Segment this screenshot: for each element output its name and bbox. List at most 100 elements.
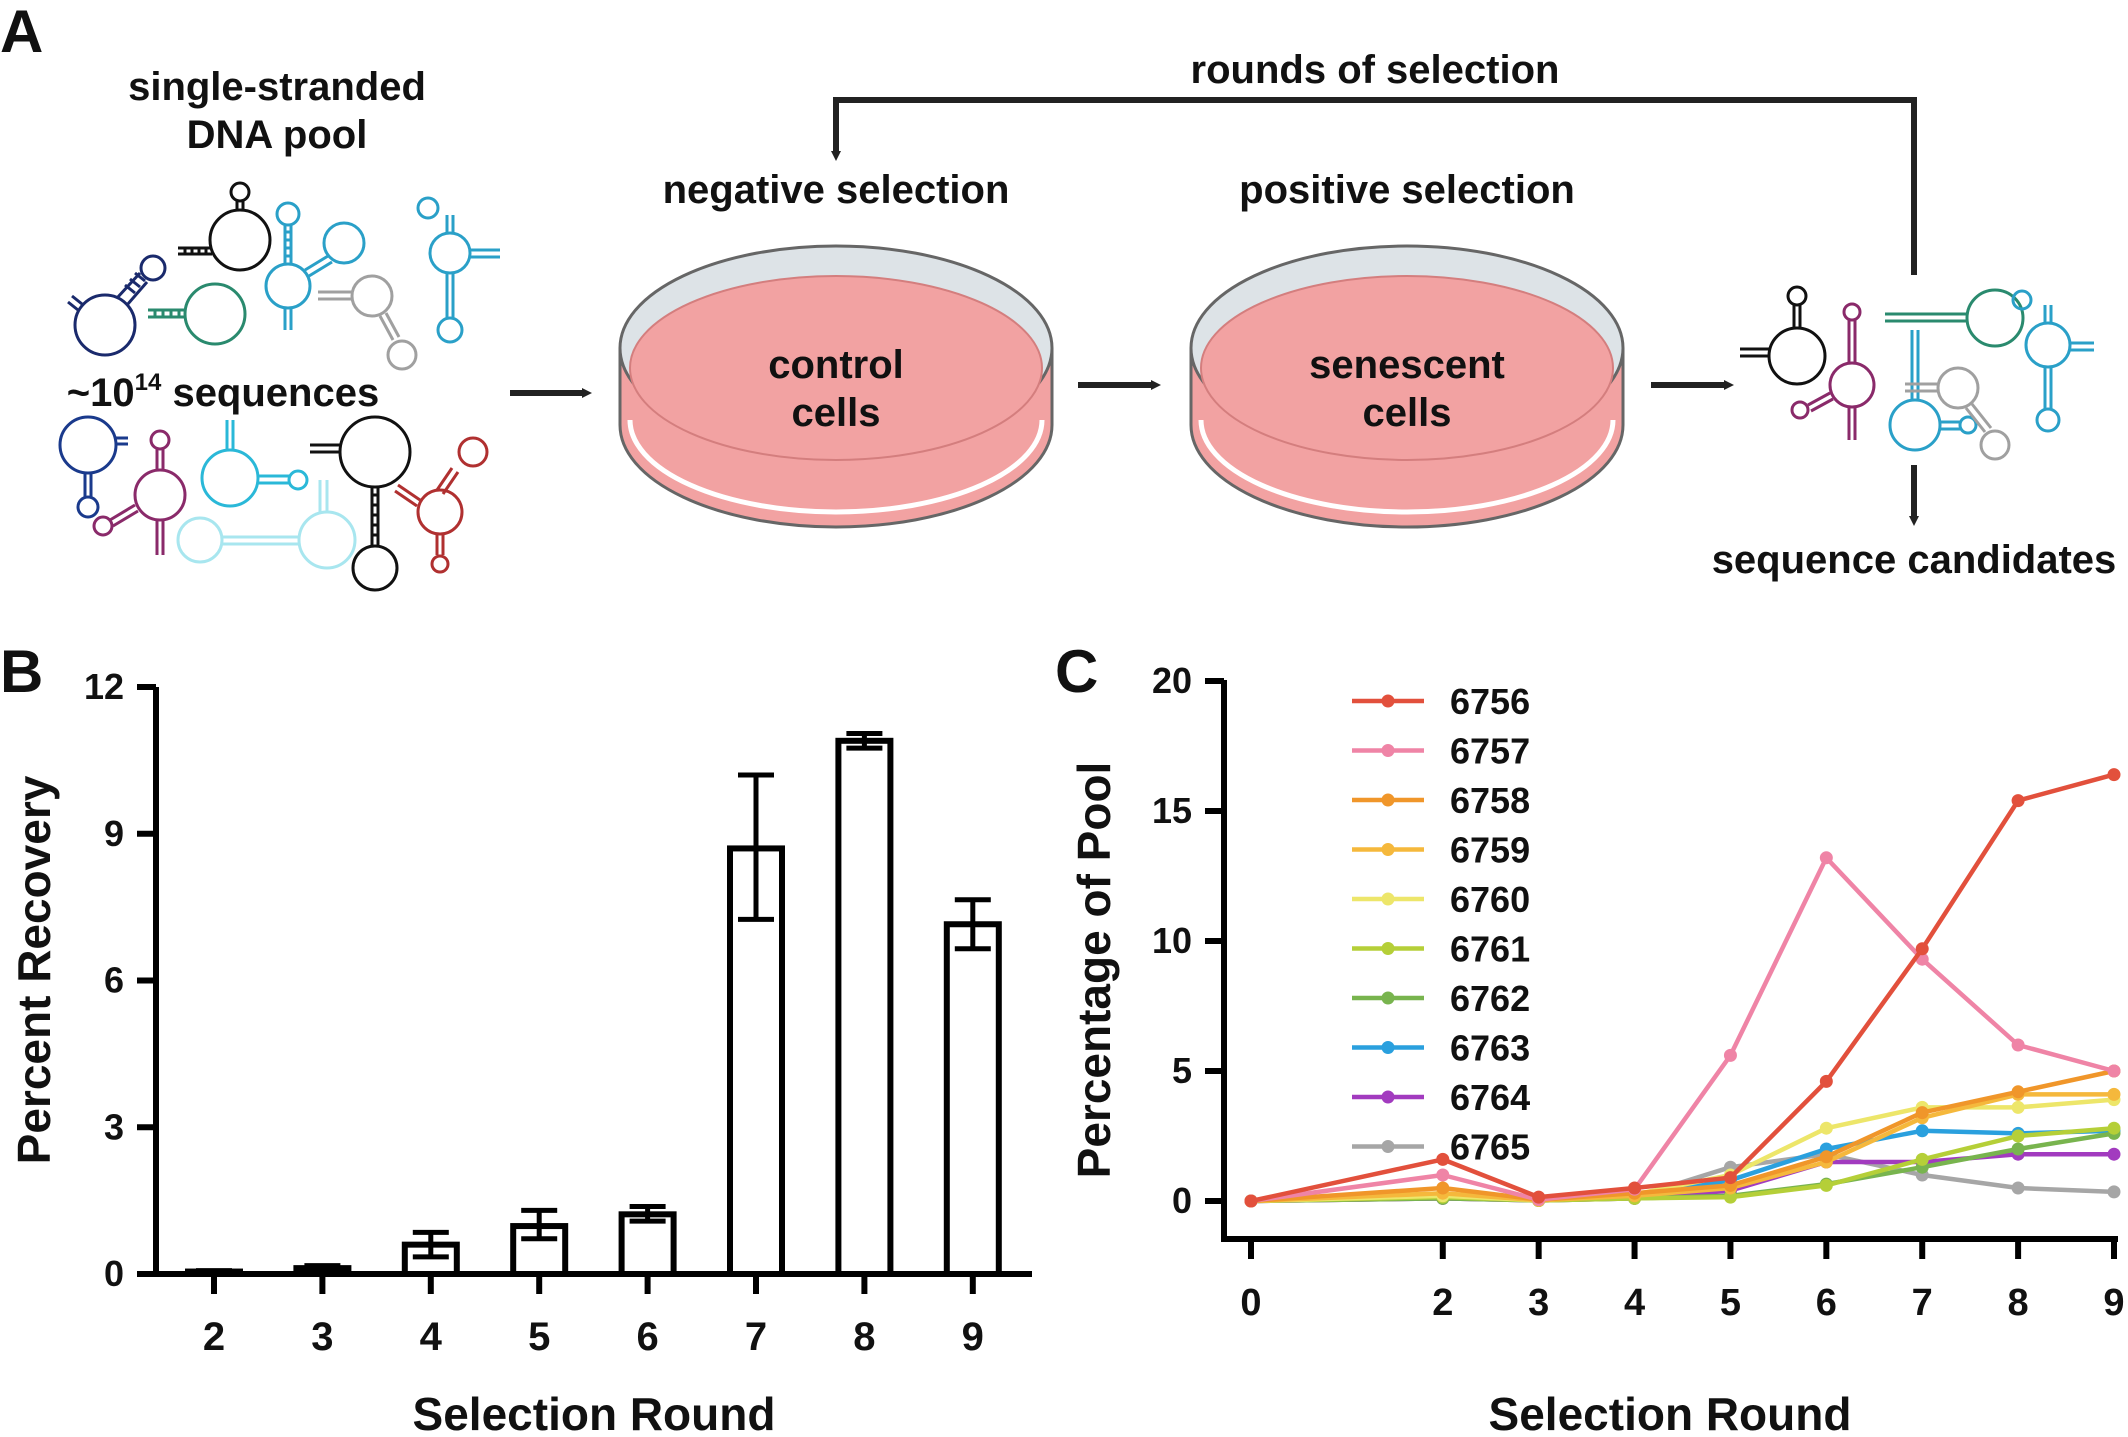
x-tick-label: 2 [203,1315,225,1359]
series-line [1250,772,2115,1204]
bar [835,737,894,1277]
data-point [1819,1074,1833,1088]
aptamer-glyph [1885,288,2025,348]
control-cells-line2: cells [792,391,881,435]
dish-media [629,275,1043,461]
panel-c: C Percentage of Pool Selection Round 051… [1055,638,2125,1437]
positive-selection-label: positive selection [1239,168,1575,212]
bar [943,921,1002,1278]
aptamer-glyph [176,480,357,570]
loop-arrow [831,97,1917,275]
data-point [2107,768,2121,782]
panel-b-y-ticks: 0 3 6 9 12 [84,666,156,1294]
aptamer-glyph [264,201,366,330]
dish-media [1200,275,1614,461]
aptamer-glyph [200,420,309,508]
aptamer-glyph [58,415,128,519]
data-point [1915,1152,1929,1166]
x-tick-label: 2 [1432,1282,1453,1324]
legend-label: 6756 [1450,681,1530,722]
data-point [1628,1181,1642,1195]
data-point [2011,1085,2025,1099]
legend-swatch-marker [1381,694,1395,708]
aptamer-glyph [1888,330,1978,452]
negative-selection-label: negative selection [663,168,1010,212]
x-tick-label: 5 [528,1315,550,1359]
aptamer-glyph [1740,285,1827,386]
data-point [1915,1124,1929,1138]
control-cells-dish: control cells [618,244,1054,529]
data-point [2011,1100,2025,1114]
control-cells-line1: control [768,343,904,387]
aptamer-glyph [416,196,500,344]
legend-swatch-marker [1381,942,1395,955]
legend-item: 6760 [1352,879,1530,920]
panel-a: A single-stranded DNA pool ~1014 sequenc… [0,0,2117,592]
y-tick-label: 9 [104,813,124,854]
panel-b-x-axis-title: Selection Round [413,1388,776,1437]
data-point [2011,1181,2025,1195]
legend-swatch-marker [1381,991,1395,1005]
aptamer-pool-top [67,181,500,371]
x-tick-label: 9 [2103,1282,2124,1324]
panel-b: B Percent Recovery Selection Round 03691… [0,638,1032,1437]
y-tick-label: 15 [1152,790,1192,831]
aptamer-candidates [1740,285,2094,461]
panel-c-legend: 6756 6757 6758 6759 6760 6761 6762 6763 6764 6765 [1352,681,1530,1168]
legend-item: 6765 [1352,1127,1530,1168]
legend-item: 6763 [1352,1028,1530,1069]
x-tick-label: 8 [853,1315,875,1359]
aptamer-glyph [148,282,247,346]
senescent-cells-line1: senescent [1309,343,1505,387]
aptamer-glyph [2011,289,2094,433]
legend-swatch-marker [1381,1140,1395,1153]
data-point [2107,1185,2121,1199]
panel-b-letter: B [0,638,43,705]
x-tick-label: 5 [1720,1282,1741,1324]
legend-swatch-marker [1381,744,1395,757]
legend-label: 6762 [1450,978,1530,1019]
legend-label: 6757 [1450,731,1530,772]
series-line [1250,1097,2115,1204]
loop-label: rounds of selection [1191,48,1560,92]
legend-item: 6764 [1352,1077,1530,1118]
x-tick-label: 6 [636,1315,658,1359]
y-tick-label: 3 [104,1106,124,1147]
bar [618,1211,677,1277]
legend-label: 6763 [1450,1028,1530,1069]
y-tick-label: 6 [104,960,124,1001]
legend-item: 6762 [1352,978,1530,1019]
data-point [2011,794,2025,808]
panel-c-letter: C [1055,638,1098,705]
legend-label: 6765 [1450,1127,1530,1168]
aptamer-glyph [92,429,187,555]
legend-label: 6764 [1450,1077,1530,1118]
y-tick-label: 0 [104,1253,124,1294]
y-tick-label: 5 [1172,1050,1192,1091]
data-point [1723,1190,1737,1204]
data-point [2011,1129,2025,1143]
y-tick-label: 0 [1172,1180,1192,1221]
data-point [1915,1106,1929,1120]
legend-item: 6761 [1352,929,1530,970]
x-tick-label: 3 [1528,1282,1549,1324]
data-point [1915,942,1929,956]
legend-label: 6760 [1450,879,1530,920]
aptamer-glyph [318,274,418,371]
data-point [2107,1087,2121,1101]
legend-item: 6757 [1352,731,1530,772]
aptamer-glyph [1790,302,1876,440]
candidates-label: sequence candidates [1712,538,2117,582]
y-tick-label: 20 [1152,660,1192,701]
senescent-cells-dish: senescent cells [1189,244,1625,529]
panel-b-bars [185,730,1002,1278]
series-line [1250,855,2115,1204]
aptamer-glyph [178,181,272,272]
y-tick-label: 12 [84,666,124,707]
legend-item: 6758 [1352,780,1530,821]
legend-label: 6759 [1450,830,1530,871]
data-point [1532,1190,1546,1204]
